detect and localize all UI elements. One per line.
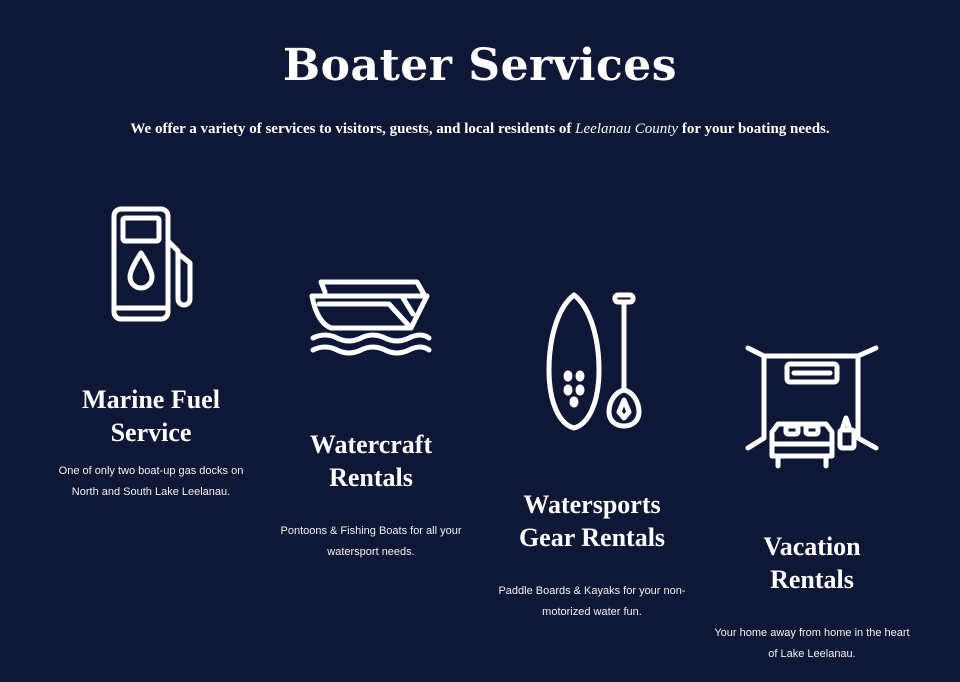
vacation-room-icon	[745, 345, 879, 469]
service-description-line: motorized water fun.	[542, 606, 642, 618]
service-title: Watercraft Rentals	[256, 428, 486, 494]
service-watersports-gear-rentals: Watersports Gear Rentals Paddle Boards &…	[477, 290, 707, 623]
boat-icon	[309, 279, 432, 356]
intro-text-end: for your boating needs.	[678, 121, 830, 137]
service-vacation-rentals: Vacation Rentals Your home away from hom…	[697, 340, 927, 665]
service-description-line: of Lake Leelanau.	[768, 648, 856, 660]
service-marine-fuel: Marine Fuel Service One of only two boat…	[36, 205, 266, 503]
service-description: Paddle Boards & Kayaks for your non- mot…	[477, 581, 707, 623]
service-title-line: Rentals	[329, 463, 413, 492]
service-description: Your home away from home in the heart of…	[697, 623, 927, 665]
service-title: Watersports Gear Rentals	[477, 488, 707, 554]
fuel-pump-icon	[111, 206, 193, 322]
service-title: Vacation Rentals	[697, 530, 927, 596]
service-title-line: Watersports	[523, 490, 661, 519]
service-title-line: Gear Rentals	[518, 523, 666, 552]
service-description: One of only two boat-up gas docks on Nor…	[36, 461, 266, 503]
service-description-line: Pontoons & Fishing Boats for all your	[280, 525, 462, 537]
service-title: Marine Fuel Service	[36, 383, 266, 449]
service-title-line: Marine Fuel	[82, 385, 220, 414]
service-description-line: watersport needs.	[327, 546, 415, 558]
service-title-line: Watercraft	[309, 430, 433, 459]
service-title-line: Vacation	[763, 532, 861, 561]
service-description: Pontoons & Fishing Boats for all your wa…	[256, 521, 486, 563]
service-title-line: Service	[110, 418, 192, 447]
service-watercraft-rentals: Watercraft Rentals Pontoons & Fishing Bo…	[256, 268, 486, 563]
service-description-line: One of only two boat-up gas docks on	[58, 465, 244, 477]
service-title-line: Rentals	[770, 565, 854, 594]
service-description-line: North and South Lake Leelanau.	[71, 486, 231, 498]
paddleboard-icon	[546, 292, 642, 431]
page-title: Boater Services	[282, 40, 678, 91]
intro-text: We offer a variety of services to visito…	[0, 121, 960, 138]
intro-text-start: We offer a variety of services to visito…	[130, 121, 576, 137]
intro-county-name: Leelanau County	[575, 121, 679, 137]
service-description-line: Paddle Boards & Kayaks for your non-	[498, 585, 686, 597]
service-description-line: Your home away from home in the heart	[714, 627, 910, 639]
